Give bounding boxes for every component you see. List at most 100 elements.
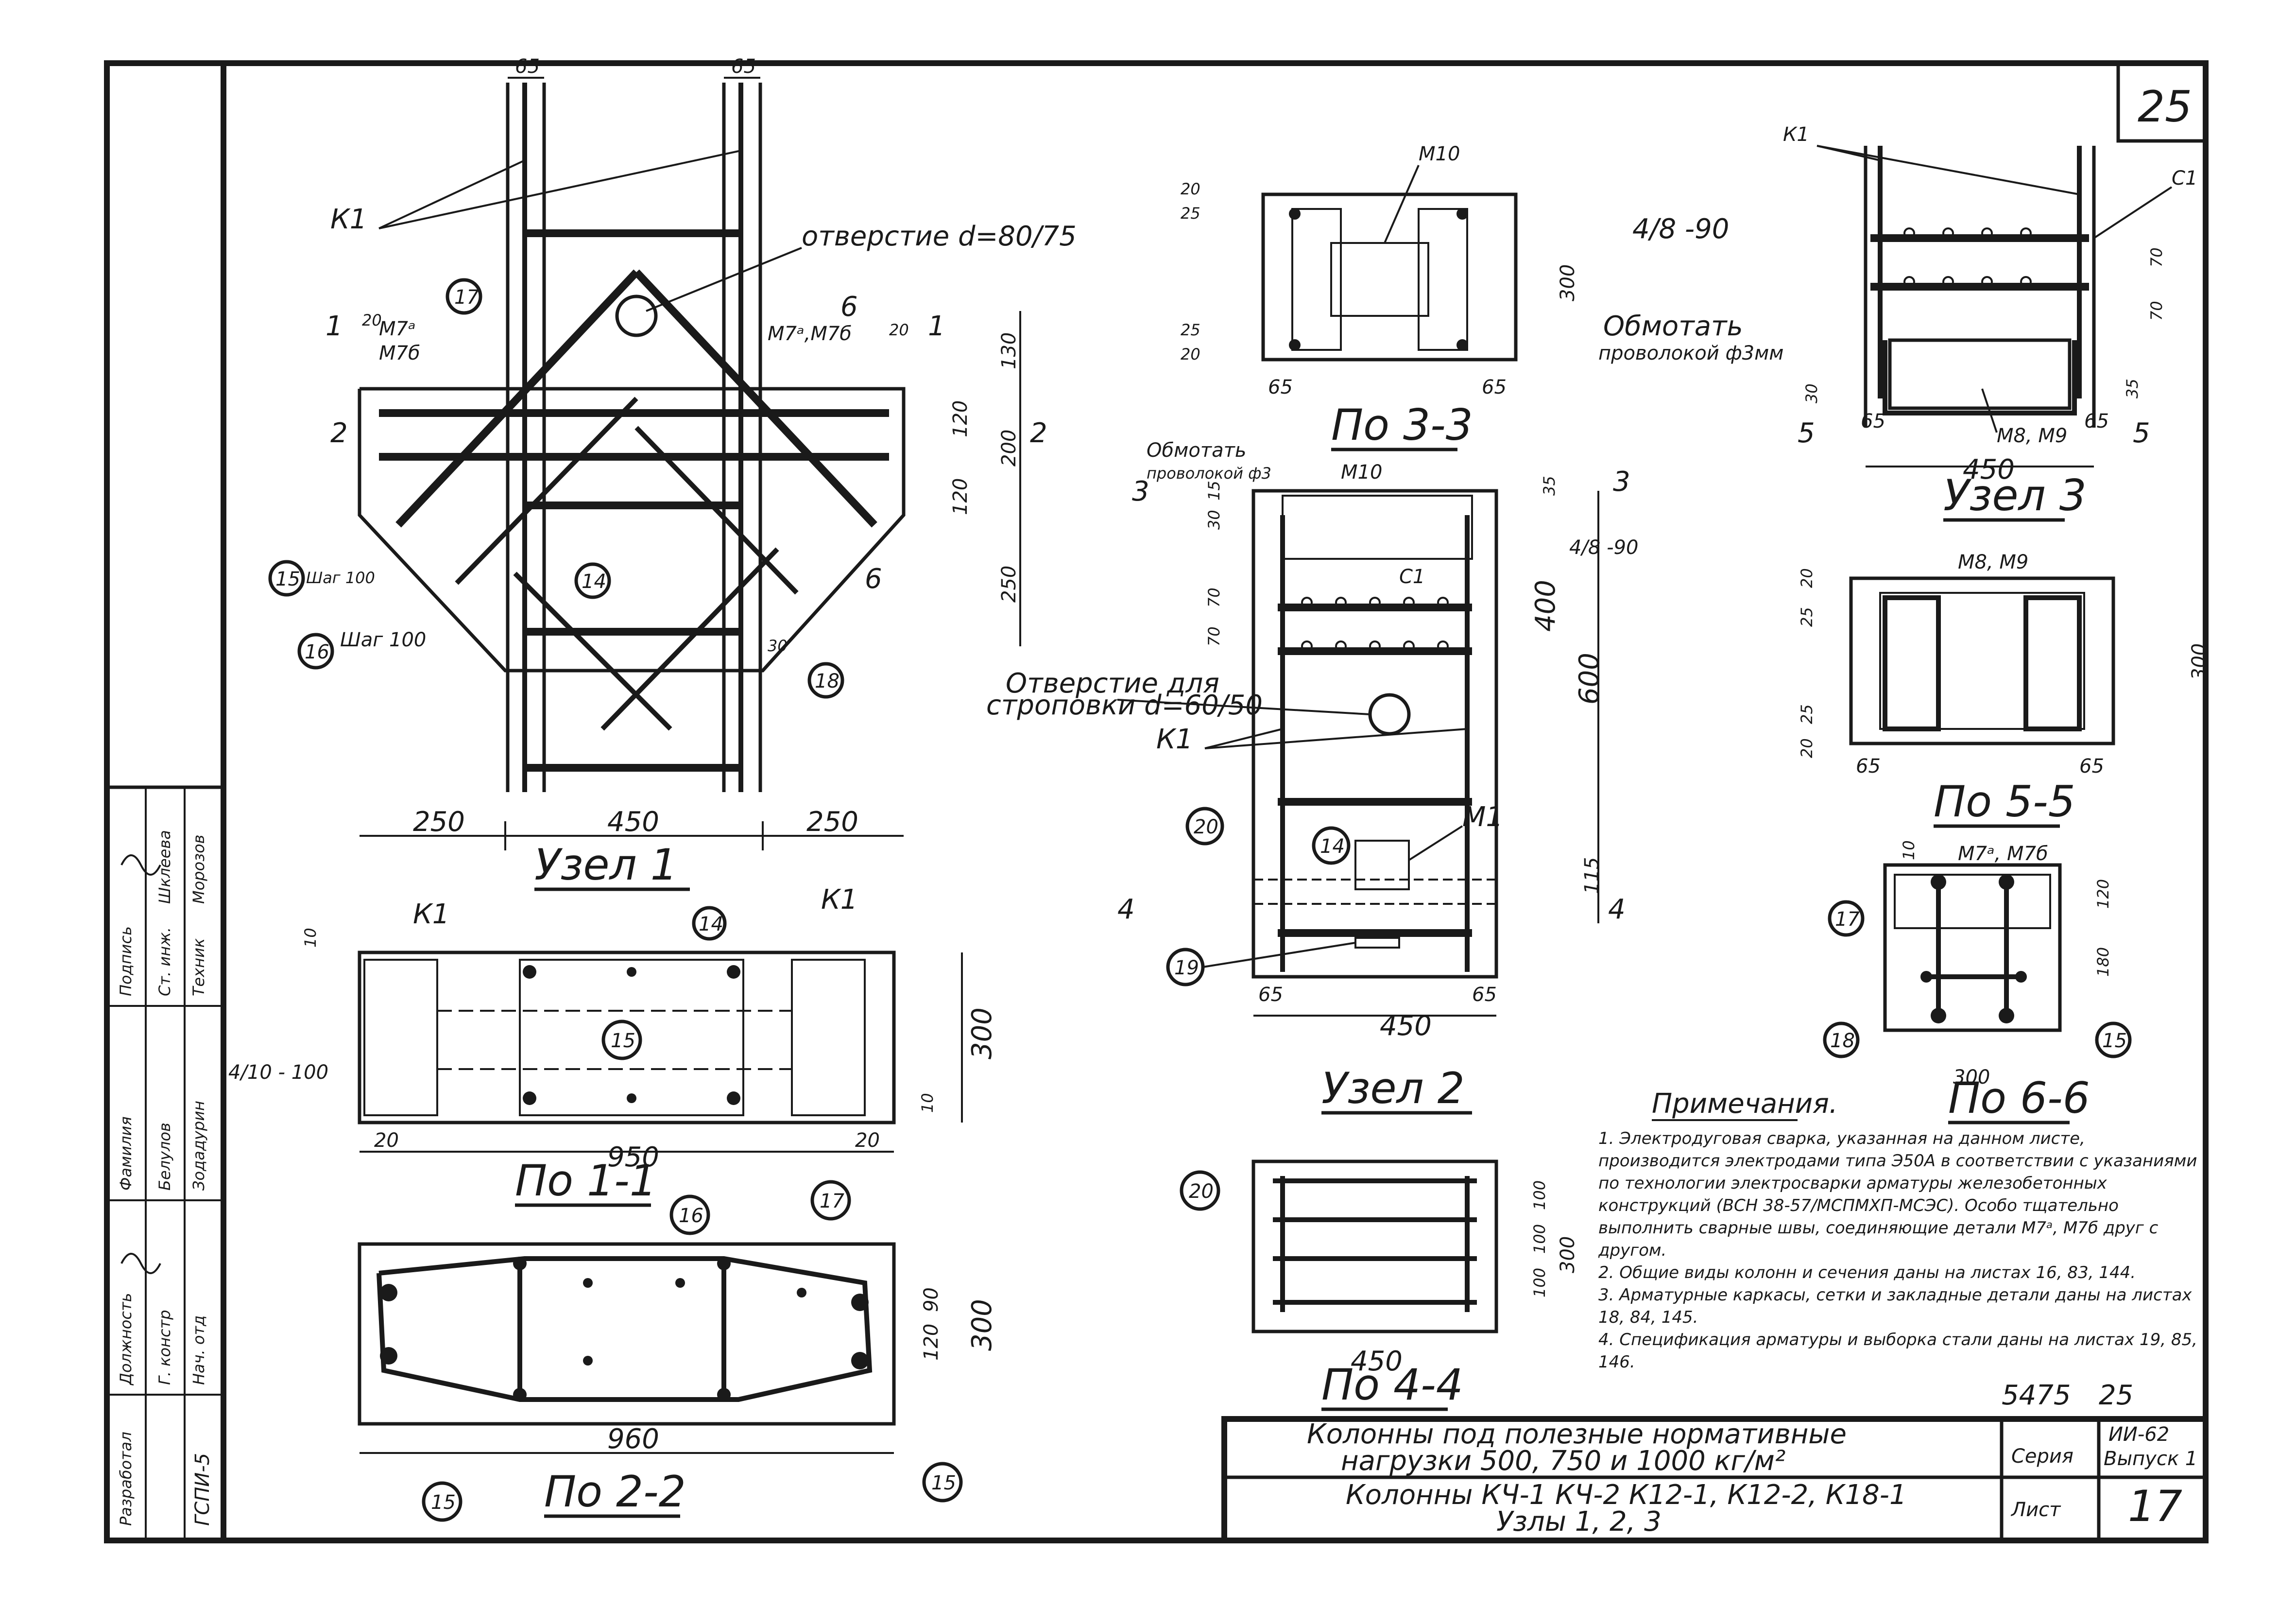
callout-circle xyxy=(297,633,334,670)
stamp-developer-label: Разработал xyxy=(117,1432,135,1526)
stamp-org: ГСПИ-5 xyxy=(191,1453,214,1526)
section-3-3-title: По 3-3 xyxy=(1331,400,1473,450)
callout-16: 16 xyxy=(305,641,329,663)
wrap-note-2: проволокой ф3 xyxy=(1147,464,1271,483)
sheet-label: Лист xyxy=(2010,1499,2061,1521)
stamp-role-3: Ст. инж. xyxy=(155,927,174,996)
callout-17: 17 xyxy=(1835,908,1860,931)
callout-circle xyxy=(1823,1021,1860,1058)
cut-mark-6-top: 6 xyxy=(840,291,858,323)
dim-25: 25 xyxy=(1181,321,1200,339)
cut-mark-4-right: 4 xyxy=(1608,894,1626,925)
dim-450: 450 xyxy=(1351,1346,1403,1377)
dim-300: 300 xyxy=(966,1299,998,1351)
label-m7b: М7б xyxy=(379,342,420,364)
wrap-note-1: Обмотать xyxy=(1147,439,1247,462)
callout-14: 14 xyxy=(1320,835,1345,858)
dim-960: 960 xyxy=(607,1423,659,1455)
dim-right-4: 120 xyxy=(949,478,972,515)
callout-circle xyxy=(601,1020,642,1060)
label-step-1: Шаг 100 xyxy=(306,569,375,587)
callout-circle xyxy=(810,1180,851,1221)
callout-circle xyxy=(1185,807,1224,846)
uzel-3-wrap-1: Обмотать xyxy=(1603,311,1743,342)
dim-90: 90 xyxy=(920,1287,942,1312)
dim-300: 300 xyxy=(1557,264,1579,301)
dim-top-left: 65 xyxy=(515,55,540,78)
stamp-role-2: Нач. отд xyxy=(189,1315,208,1385)
label-m8-m9: М8, М9 xyxy=(1958,551,2028,573)
dim-300: 300 xyxy=(2188,643,2210,680)
notes-list-container: 1. Электродуговая сварка, указанная на д… xyxy=(1598,1129,2197,1372)
callout-15: 15 xyxy=(275,568,300,590)
dim-100-b: 100 xyxy=(1530,1224,1549,1254)
cut-mark-3-right: 3 xyxy=(1613,466,1630,498)
lifting-hole xyxy=(615,294,658,337)
dim-10-top: 10 xyxy=(301,928,320,948)
dim-120: 120 xyxy=(2094,879,2112,909)
section-4-4-title: По 4-4 xyxy=(1321,1360,1463,1410)
callout-circle xyxy=(692,906,727,941)
stamp-role-1: Г. констр xyxy=(155,1310,174,1385)
section-5-5-view: М8, М9 20 25 25 20 300 65 65 По 5-5 xyxy=(1798,551,2210,828)
cut-mark-5-right: 5 xyxy=(2133,417,2150,449)
label-c1: С1 xyxy=(1399,566,1425,588)
callout-18: 18 xyxy=(1830,1030,1855,1052)
cut-mark-5-left: 5 xyxy=(1798,417,1815,449)
cut-mark-4-left: 4 xyxy=(1117,894,1135,925)
dim-65-left: 65 xyxy=(1258,984,1283,1006)
dim-right-5: 250 xyxy=(998,566,1020,603)
subtitle-line-2: Узлы 1, 2, 3 xyxy=(1496,1506,1662,1538)
section-1-1-k1-right: К1 xyxy=(821,884,857,916)
callout-17: 17 xyxy=(454,286,479,309)
series-label: Серия xyxy=(2011,1445,2073,1468)
dim-10-bottom: 10 xyxy=(918,1093,937,1113)
cut-mark-2-right: 2 xyxy=(1030,417,1047,449)
hole-label-1: Отверстие для xyxy=(1006,668,1219,699)
callout-circle xyxy=(1828,900,1865,937)
dim-120: 120 xyxy=(920,1324,942,1361)
section-1-1-weld: 4/10 - 100 xyxy=(228,1061,328,1084)
label-m10: М10 xyxy=(1341,461,1382,484)
dim-70-a: 70 xyxy=(1205,588,1223,607)
archive-page: 25 xyxy=(2099,1380,2133,1411)
section-2-2-title: По 2-2 xyxy=(544,1467,686,1517)
dim-65-left: 65 xyxy=(1856,755,1881,778)
section-6-6-view: М7ᵃ, М7б 10 120 180 300 17 18 15 По 6-6 xyxy=(1823,840,2132,1124)
dim-100-c: 100 xyxy=(1530,1268,1549,1297)
dim-400: 400 xyxy=(1530,580,1561,632)
dim-20-left: 20 xyxy=(374,1129,399,1152)
dim-70-a: 70 xyxy=(2147,247,2166,267)
dim-top-right: 65 xyxy=(731,55,756,78)
archive-number: 5475 xyxy=(2002,1380,2071,1411)
callout-circle xyxy=(268,560,305,597)
side-stamp: Разработал ГСПИ-5 Должность Фамилия Подп… xyxy=(105,785,225,1542)
dim-300: 300 xyxy=(1557,1236,1579,1273)
callout-circle xyxy=(2095,1021,2132,1058)
callout-circle xyxy=(669,1194,710,1235)
dim-20: 20 xyxy=(1181,180,1200,198)
callout-circle xyxy=(1312,826,1351,865)
callout-circle xyxy=(574,562,611,599)
dim-950: 950 xyxy=(607,1141,659,1173)
dim-65-left: 65 xyxy=(1861,410,1885,432)
callout-20: 20 xyxy=(1189,1180,1214,1203)
signature-mark xyxy=(120,854,161,876)
label-step-2: Шаг 100 xyxy=(340,629,426,651)
label-c1: С1 xyxy=(2172,167,2197,190)
uzel-2-view: Обмотать проволокой ф3 М10 С1 К1 М1 4/8 … xyxy=(986,439,1638,1115)
dim-35: 35 xyxy=(1540,476,1559,496)
section-1-1-k1-left: К1 xyxy=(413,899,449,930)
title-line-1: Колонны под полезные нормативные xyxy=(1307,1418,1847,1450)
uzel-1-title: Узел 1 xyxy=(534,840,678,890)
dim-70-b: 70 xyxy=(1205,626,1223,646)
callout-16: 16 xyxy=(679,1205,703,1227)
signature-mark xyxy=(120,1253,161,1274)
dim-65-right: 65 xyxy=(1482,376,1507,398)
dim-bottom-1: 250 xyxy=(413,806,465,838)
dim-100-a: 100 xyxy=(1530,1180,1549,1210)
dim-right-2: 120 xyxy=(949,400,972,437)
stamp-name-1: Белулов xyxy=(155,1123,174,1191)
section-3-3-view: М10 20 25 25 20 300 65 65 По 3-3 xyxy=(1181,143,1579,451)
